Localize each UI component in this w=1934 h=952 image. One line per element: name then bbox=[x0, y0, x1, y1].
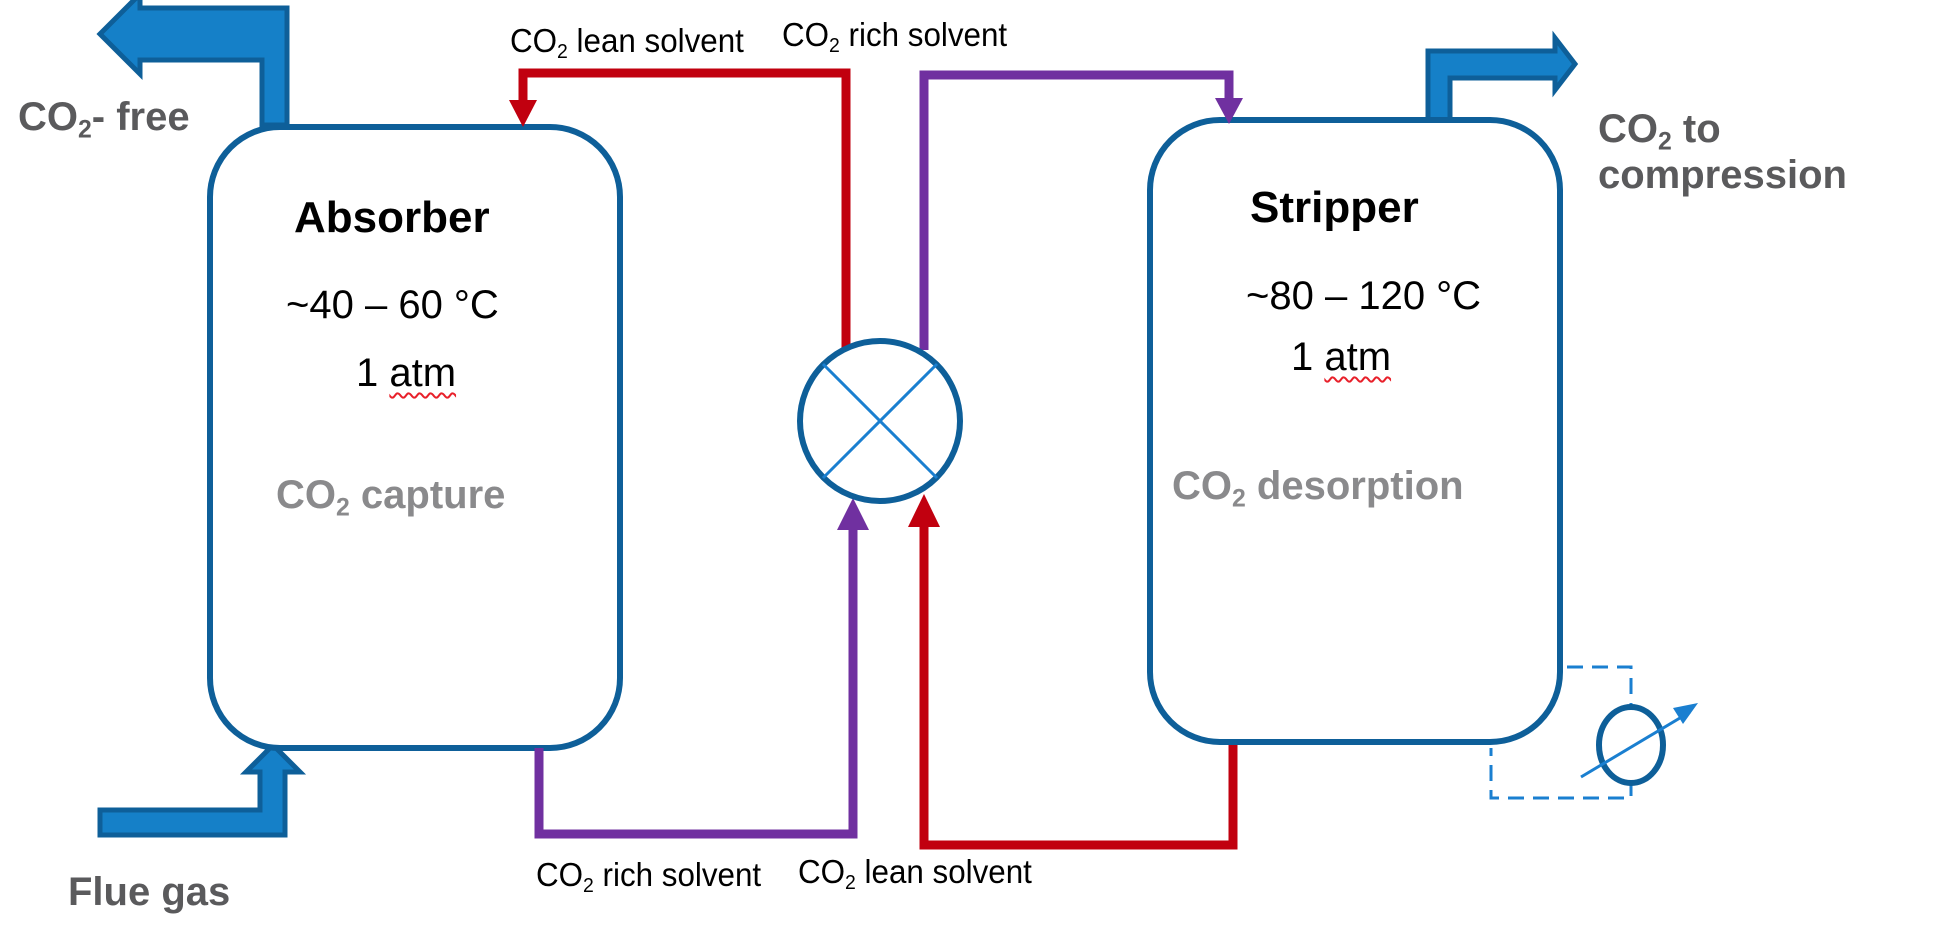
absorber-process-suffix: capture bbox=[349, 473, 506, 517]
lean-solvent-top-arrowhead bbox=[509, 100, 537, 127]
stripper-process-subscript: 2 bbox=[1232, 485, 1246, 513]
co2-compression-arrow-shape bbox=[1425, 30, 1579, 123]
stripper-process-prefix: CO bbox=[1172, 464, 1232, 508]
co2-compression-suffix: to bbox=[1671, 107, 1721, 151]
heat-exchanger-icon bbox=[797, 338, 963, 504]
lean-solvent-bottom-pipe bbox=[908, 494, 1238, 850]
flue-gas-label: Flue gas bbox=[68, 870, 231, 914]
bottom-lean-suffix: lean solvent bbox=[855, 853, 1032, 890]
co2-compression-subscript: 2 bbox=[1658, 128, 1672, 156]
reboiler-dashed-loop bbox=[1567, 665, 1633, 710]
absorber-title: Absorber bbox=[294, 193, 490, 242]
flue-gas-inlet-arrow bbox=[97, 741, 307, 838]
bottom-lean-subscript: 2 bbox=[845, 871, 856, 895]
reboiler-dashed-return bbox=[1489, 748, 1633, 800]
rich-solvent-top-pipe bbox=[919, 70, 1243, 350]
rich-solvent-bottom-line bbox=[534, 530, 858, 839]
lean-solvent-top-pipe bbox=[509, 68, 851, 352]
lean-solvent-top-line bbox=[518, 68, 851, 352]
bottom-lean-solvent-label: CO2 lean solvent bbox=[798, 853, 1032, 893]
absorber-process-label: CO2 capture bbox=[276, 473, 506, 520]
co2-to-compression-line2: compression bbox=[1598, 153, 1847, 197]
absorber-temperature: ~40 – 60 °C bbox=[286, 283, 499, 327]
stripper-process-label: CO2 desorption bbox=[1172, 464, 1464, 511]
co2-free-arrow-shape bbox=[96, 0, 290, 128]
stripper-pressure: 1 atm bbox=[1291, 337, 1391, 377]
reboiler-heat-arrowhead bbox=[1673, 703, 1698, 724]
absorber-vessel bbox=[207, 124, 623, 751]
co2-to-compression-label: CO2 to compression bbox=[1598, 106, 1847, 198]
heat-exchanger-cross-b bbox=[821, 362, 939, 480]
top-lean-solvent-label: CO2 lean solvent bbox=[510, 22, 744, 62]
lean-solvent-bottom-arrowhead bbox=[908, 494, 940, 527]
rich-solvent-bottom-arrowhead bbox=[837, 498, 869, 530]
co2-to-compression-line1: CO2 to bbox=[1598, 106, 1847, 156]
co2-free-label-suffix: - free bbox=[91, 95, 190, 139]
rich-solvent-bottom-pipe bbox=[534, 498, 869, 839]
stripper-pressure-value: 1 bbox=[1291, 335, 1325, 379]
top-rich-prefix: CO bbox=[782, 16, 830, 53]
co2-compression-outlet-arrow bbox=[1425, 30, 1579, 123]
bottom-rich-solvent-label: CO2 rich solvent bbox=[536, 856, 762, 896]
bottom-rich-suffix: rich solvent bbox=[593, 856, 762, 893]
stripper-pressure-unit: atm bbox=[1324, 335, 1392, 379]
absorber-pressure-unit: atm bbox=[389, 351, 457, 395]
absorber-process-prefix: CO bbox=[276, 473, 336, 517]
flue-gas-arrow-shape bbox=[97, 741, 307, 838]
co2-free-label: CO2- free bbox=[18, 95, 190, 142]
reboiler-heat-arrow-line bbox=[1580, 710, 1691, 779]
bottom-lean-prefix: CO bbox=[798, 853, 846, 890]
stripper-vessel bbox=[1147, 117, 1563, 745]
top-lean-subscript: 2 bbox=[557, 40, 568, 64]
stripper-temperature: ~80 – 120 °C bbox=[1246, 274, 1482, 318]
co2-free-label-prefix: CO bbox=[18, 95, 78, 139]
top-lean-prefix: CO bbox=[510, 22, 558, 59]
co2-free-label-subscript: 2 bbox=[78, 116, 92, 144]
co2-compression-prefix: CO bbox=[1598, 107, 1658, 151]
rich-solvent-top-arrowhead bbox=[1215, 98, 1243, 124]
top-lean-suffix: lean solvent bbox=[567, 22, 744, 59]
bottom-rich-subscript: 2 bbox=[583, 874, 594, 898]
absorber-pressure: 1 atm bbox=[356, 353, 456, 393]
top-rich-subscript: 2 bbox=[829, 34, 840, 58]
rich-solvent-top-line bbox=[919, 70, 1234, 350]
stripper-title: Stripper bbox=[1250, 183, 1419, 232]
stripper-process-suffix: desorption bbox=[1245, 464, 1464, 508]
bottom-rich-prefix: CO bbox=[536, 856, 584, 893]
reboiler-ellipse bbox=[1596, 704, 1666, 786]
top-rich-solvent-label: CO2 rich solvent bbox=[782, 16, 1008, 56]
co2-free-outlet-arrow bbox=[96, 0, 290, 128]
absorber-pressure-value: 1 bbox=[356, 351, 390, 395]
lean-solvent-bottom-line bbox=[919, 527, 1238, 850]
top-rich-suffix: rich solvent bbox=[839, 16, 1008, 53]
absorber-process-subscript: 2 bbox=[336, 494, 350, 522]
reboiler-icon bbox=[1489, 665, 1698, 800]
